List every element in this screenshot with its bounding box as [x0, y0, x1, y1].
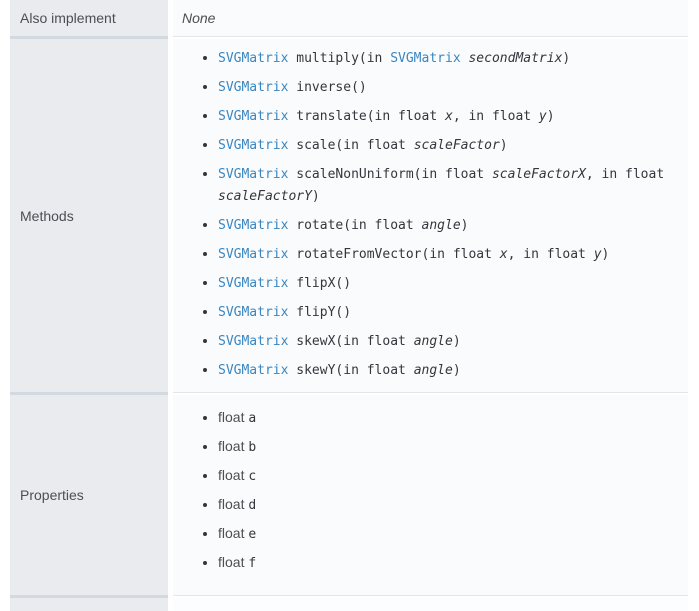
code-text: x [499, 247, 508, 262]
row-header-label: Methods [20, 207, 74, 224]
svgmatrix-link[interactable]: SVGMatrix [218, 138, 289, 153]
code-text: skewX(in float [288, 334, 414, 349]
table-row-cut-off [10, 598, 688, 611]
properties-cell: float afloat bfloat cfloat dfloat efloat… [173, 395, 688, 596]
property-item: float a [218, 407, 680, 429]
code-text: scaleFactorX [491, 167, 586, 182]
code-text: multiply(in [288, 51, 391, 66]
code-text: angle [413, 363, 453, 378]
code-text: inverse() [288, 80, 367, 95]
column-gutter [168, 39, 173, 395]
code-text: rotateFromVector(in float [288, 247, 500, 262]
svgmatrix-link[interactable]: SVGMatrix [218, 276, 289, 291]
row-header-cut-off [10, 598, 168, 611]
method-item: SVGMatrix rotateFromVector(in float x, i… [218, 243, 680, 265]
methods-cell: SVGMatrix multiply(in SVGMatrix secondMa… [173, 39, 688, 393]
svgmatrix-link[interactable]: SVGMatrix [218, 247, 289, 262]
code-text: float [218, 438, 249, 454]
row-header-also-implement: Also implement [10, 0, 168, 39]
code-text: y [538, 109, 547, 124]
code-text: angle [413, 334, 453, 349]
svgmatrix-link[interactable]: SVGMatrix [218, 218, 289, 233]
code-text: skewY(in float [288, 363, 414, 378]
code-text: , in float [452, 109, 539, 124]
column-gutter [168, 598, 173, 611]
code-text: ) [499, 138, 508, 153]
method-item: SVGMatrix flipX() [218, 272, 680, 294]
code-text: ) [562, 51, 571, 66]
cut-off-cell [173, 598, 688, 611]
interface-overview-table: Also implement None Methods SVGMatrix mu… [10, 0, 688, 611]
svgmatrix-link[interactable]: SVGMatrix [218, 167, 289, 182]
svgmatrix-link[interactable]: SVGMatrix [218, 363, 289, 378]
property-item: float b [218, 436, 680, 458]
code-text: angle [421, 218, 461, 233]
code-text: scaleNonUniform(in float [288, 167, 492, 182]
code-text: ) [546, 109, 555, 124]
also-implement-cell: None [173, 0, 688, 37]
method-item: SVGMatrix scale(in float scaleFactor) [218, 134, 680, 156]
code-text: e [248, 527, 257, 542]
method-item: SVGMatrix skewY(in float angle) [218, 359, 680, 381]
code-text: ) [311, 189, 320, 204]
column-gutter [168, 395, 173, 598]
code-text: secondMatrix [468, 51, 563, 66]
code-text: rotate(in float [288, 218, 422, 233]
code-text: scale(in float [288, 138, 414, 153]
code-text: flipY() [288, 305, 352, 320]
property-item: float c [218, 465, 680, 487]
svgmatrix-link[interactable]: SVGMatrix [218, 80, 289, 95]
method-item: SVGMatrix rotate(in float angle) [218, 214, 680, 236]
code-text: b [248, 440, 257, 455]
code-text: , in float [507, 247, 594, 262]
code-text: ) [452, 334, 461, 349]
table-row-also-implement: Also implement None [10, 0, 688, 39]
table-row-methods: Methods SVGMatrix multiply(in SVGMatrix … [10, 39, 688, 395]
method-item: SVGMatrix translate(in float x, in float… [218, 105, 680, 127]
code-text: scaleFactorY [218, 189, 312, 204]
code-text: a [248, 411, 257, 426]
code-text: translate(in float [288, 109, 445, 124]
method-item: SVGMatrix inverse() [218, 76, 680, 98]
code-text: y [593, 247, 602, 262]
svgmatrix-link[interactable]: SVGMatrix [218, 109, 289, 124]
code-text: x [445, 109, 453, 124]
property-item: float f [218, 552, 680, 574]
code-text: f [248, 556, 257, 571]
code-text: float [218, 525, 249, 541]
row-header-methods: Methods [10, 39, 168, 395]
methods-list: SVGMatrix multiply(in SVGMatrix secondMa… [181, 47, 680, 381]
method-item: SVGMatrix skewX(in float angle) [218, 330, 680, 352]
method-item: SVGMatrix scaleNonUniform(in float scale… [218, 163, 680, 207]
property-item: float e [218, 523, 680, 545]
svgmatrix-link[interactable]: SVGMatrix [218, 305, 289, 320]
method-item: SVGMatrix flipY() [218, 301, 680, 323]
properties-list: float afloat bfloat cfloat dfloat efloat… [181, 407, 680, 574]
code-text: float [218, 467, 249, 483]
code-text: , in float [585, 167, 665, 182]
row-header-label: Also implement [20, 10, 116, 26]
code-text: flipX() [288, 276, 352, 291]
svgmatrix-link[interactable]: SVGMatrix [218, 334, 289, 349]
svgmatrix-link[interactable]: SVGMatrix [390, 51, 461, 66]
code-text: c [248, 469, 257, 484]
code-text: float [218, 496, 249, 512]
method-item: SVGMatrix multiply(in SVGMatrix secondMa… [218, 47, 680, 69]
code-text: ) [460, 218, 469, 233]
code-text: d [248, 498, 257, 513]
none-value: None [182, 10, 216, 26]
row-header-label: Properties [20, 487, 84, 503]
row-header-properties: Properties [10, 395, 168, 598]
code-text: ) [452, 363, 461, 378]
property-item: float d [218, 494, 680, 516]
code-text: scaleFactor [413, 138, 500, 153]
svgmatrix-link[interactable]: SVGMatrix [218, 51, 289, 66]
code-text: float [218, 554, 249, 570]
code-text: ) [601, 247, 610, 262]
code-text: float [218, 409, 249, 425]
table-row-properties: Properties float afloat bfloat cfloat df… [10, 395, 688, 598]
column-gutter [168, 0, 173, 39]
